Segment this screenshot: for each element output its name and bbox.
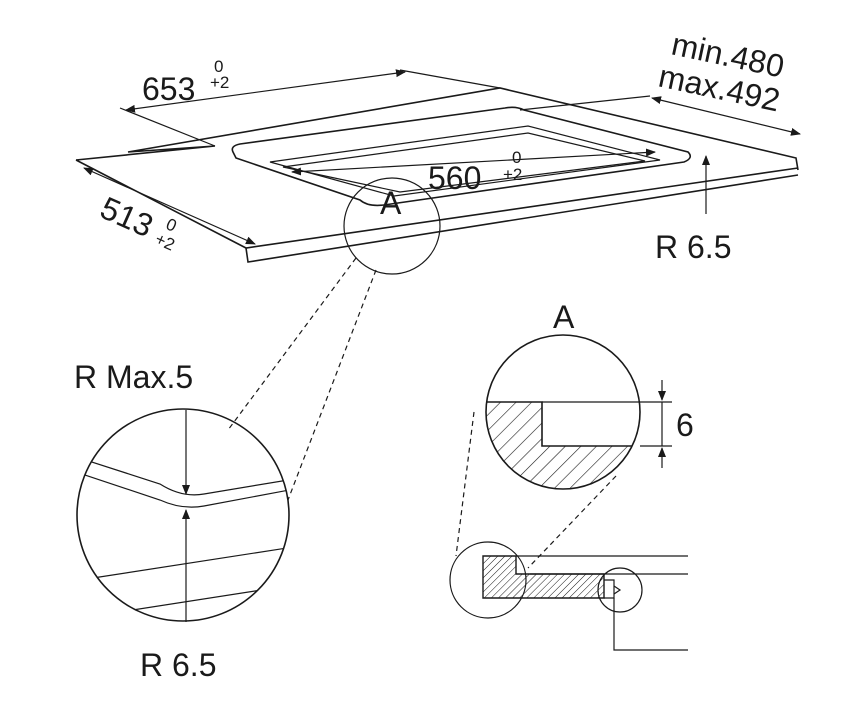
depth-tol-bottom: +2: [152, 229, 177, 254]
radius-detail: [76, 408, 290, 622]
dimension-width-653: [119, 69, 501, 147]
detail-a-letter: A: [553, 299, 575, 335]
section-a-detail: [485, 334, 672, 490]
width-value: 653: [142, 71, 195, 107]
inner-value: 560: [428, 160, 481, 196]
dimension-inner-560: [291, 148, 656, 176]
detail-a-letter-top: A: [380, 185, 402, 221]
worktop-cross-section: [449, 541, 688, 651]
radius-top-label: R 6.5: [655, 229, 731, 265]
inner-tol-bottom: +2: [503, 165, 522, 184]
detail-circle-a: [343, 177, 441, 275]
inner-tol-top: 0: [512, 148, 521, 167]
leader-line: [455, 411, 475, 557]
leader-line: [527, 475, 617, 569]
leader-line: [227, 257, 357, 431]
step-height-label: 6: [676, 407, 694, 443]
width-tol-top: 0: [214, 57, 223, 76]
radius-bottom-label: R 6.5: [140, 647, 216, 683]
width-tol-bottom: +2: [210, 73, 229, 92]
leader-line: [287, 269, 377, 501]
radius-max-label: R Max.5: [74, 359, 193, 395]
dimension-depth-513: [83, 167, 256, 245]
dimension-min-max: [519, 95, 801, 136]
